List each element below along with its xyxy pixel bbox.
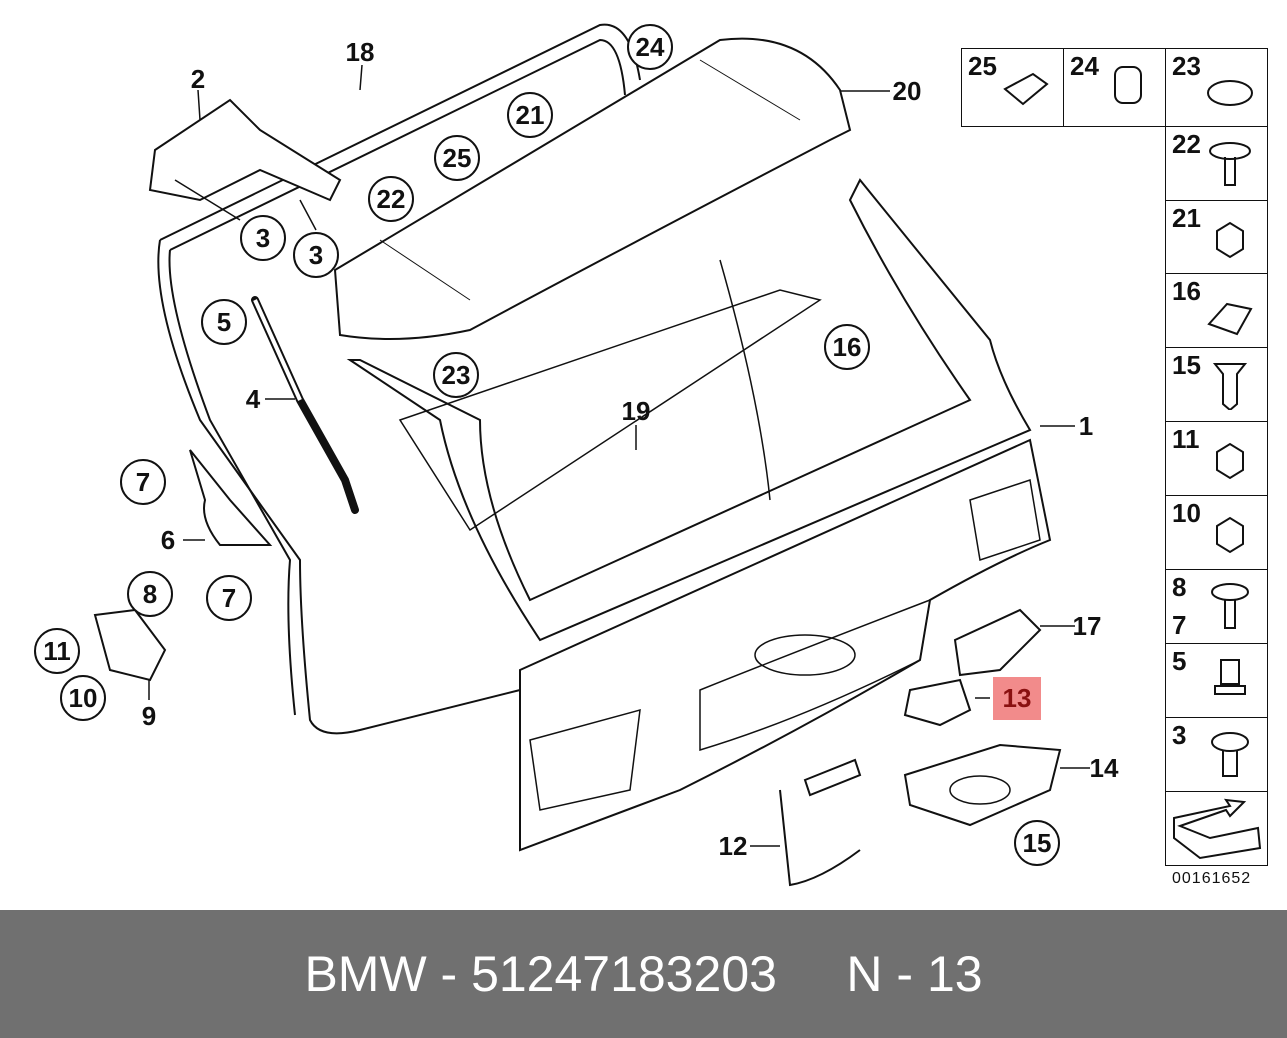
tailgate-frame — [346, 178, 1032, 642]
callout-20: 20 — [892, 76, 922, 106]
torx-screw-icon — [1212, 363, 1248, 410]
hex-nut-icon — [1216, 516, 1244, 554]
callout-16: 16 — [824, 324, 870, 370]
cable — [779, 789, 861, 887]
callout-7: 7 — [120, 459, 166, 505]
callout-8: 8 — [127, 571, 173, 617]
buffer — [93, 608, 167, 682]
part-cell-24: 24 — [1063, 48, 1166, 127]
part-cell-15: 15 — [1165, 347, 1268, 422]
ball-stud-icon — [1214, 659, 1246, 695]
highlighted-part-13[interactable]: 13 — [993, 677, 1041, 720]
callout-14: 14 — [1089, 753, 1119, 783]
part-cell-16: 16 — [1165, 273, 1268, 348]
spoiler — [333, 37, 852, 340]
tailgate-lower — [519, 438, 1052, 852]
callout-3b: 3 — [293, 232, 339, 278]
callout-23: 23 — [433, 352, 479, 398]
clip-nut-icon — [1207, 302, 1253, 336]
callout-22: 22 — [368, 176, 414, 222]
callout-1: 1 — [1078, 411, 1094, 441]
lock — [903, 743, 1062, 827]
switch — [953, 608, 1042, 677]
clip-icon — [1003, 72, 1049, 106]
part-cell-11: 11 — [1165, 421, 1268, 496]
torx-bolt-icon — [1211, 583, 1249, 629]
callout-6: 6 — [160, 525, 176, 555]
callout-12: 12 — [718, 831, 748, 861]
grommet-icon — [1114, 66, 1142, 104]
callout-5: 5 — [201, 299, 247, 345]
torx-bolt-icon — [1211, 732, 1249, 777]
part-cell-3: 3 — [1165, 717, 1268, 792]
part-cell-23: 23 — [1165, 48, 1268, 127]
part-cell-22: 22 — [1165, 126, 1268, 201]
callout-2: 2 — [190, 64, 206, 94]
orientation-arrow-cell — [1165, 791, 1268, 866]
hinge — [148, 98, 342, 202]
hex-bolt-icon — [1209, 142, 1251, 186]
callout-15: 15 — [1014, 820, 1060, 866]
part-number-footer: BMW - 51247183203 N - 13 — [0, 910, 1287, 1038]
direction-arrow-icon — [1173, 798, 1262, 860]
part-cell-21: 21 — [1165, 200, 1268, 274]
callout-4: 4 — [245, 384, 261, 414]
bracket — [189, 449, 273, 546]
callout-3: 3 — [240, 215, 286, 261]
callout-18: 18 — [345, 37, 375, 67]
diagram-code: 00161652 — [1172, 870, 1252, 887]
seal-outline — [157, 23, 641, 735]
expanding-nut-icon — [1207, 80, 1253, 106]
callout-17: 17 — [1072, 611, 1102, 641]
hex-nut-icon — [1216, 221, 1244, 259]
callout-25: 25 — [434, 135, 480, 181]
cover — [903, 678, 972, 727]
callout-19: 19 — [621, 396, 651, 426]
hex-nut-icon — [1216, 442, 1244, 480]
callout-9: 9 — [141, 701, 157, 731]
callout-7b: 7 — [206, 575, 252, 621]
callout-10: 10 — [60, 675, 106, 721]
callout-24: 24 — [627, 24, 673, 70]
tailgate-parts-diagram — [93, 23, 1090, 887]
callout-11: 11 — [34, 628, 80, 674]
part-cell-10: 10 — [1165, 495, 1268, 570]
part-cell-25: 25 — [961, 48, 1064, 127]
part-cell-5: 5 — [1165, 643, 1268, 718]
callout-21: 21 — [507, 92, 553, 138]
